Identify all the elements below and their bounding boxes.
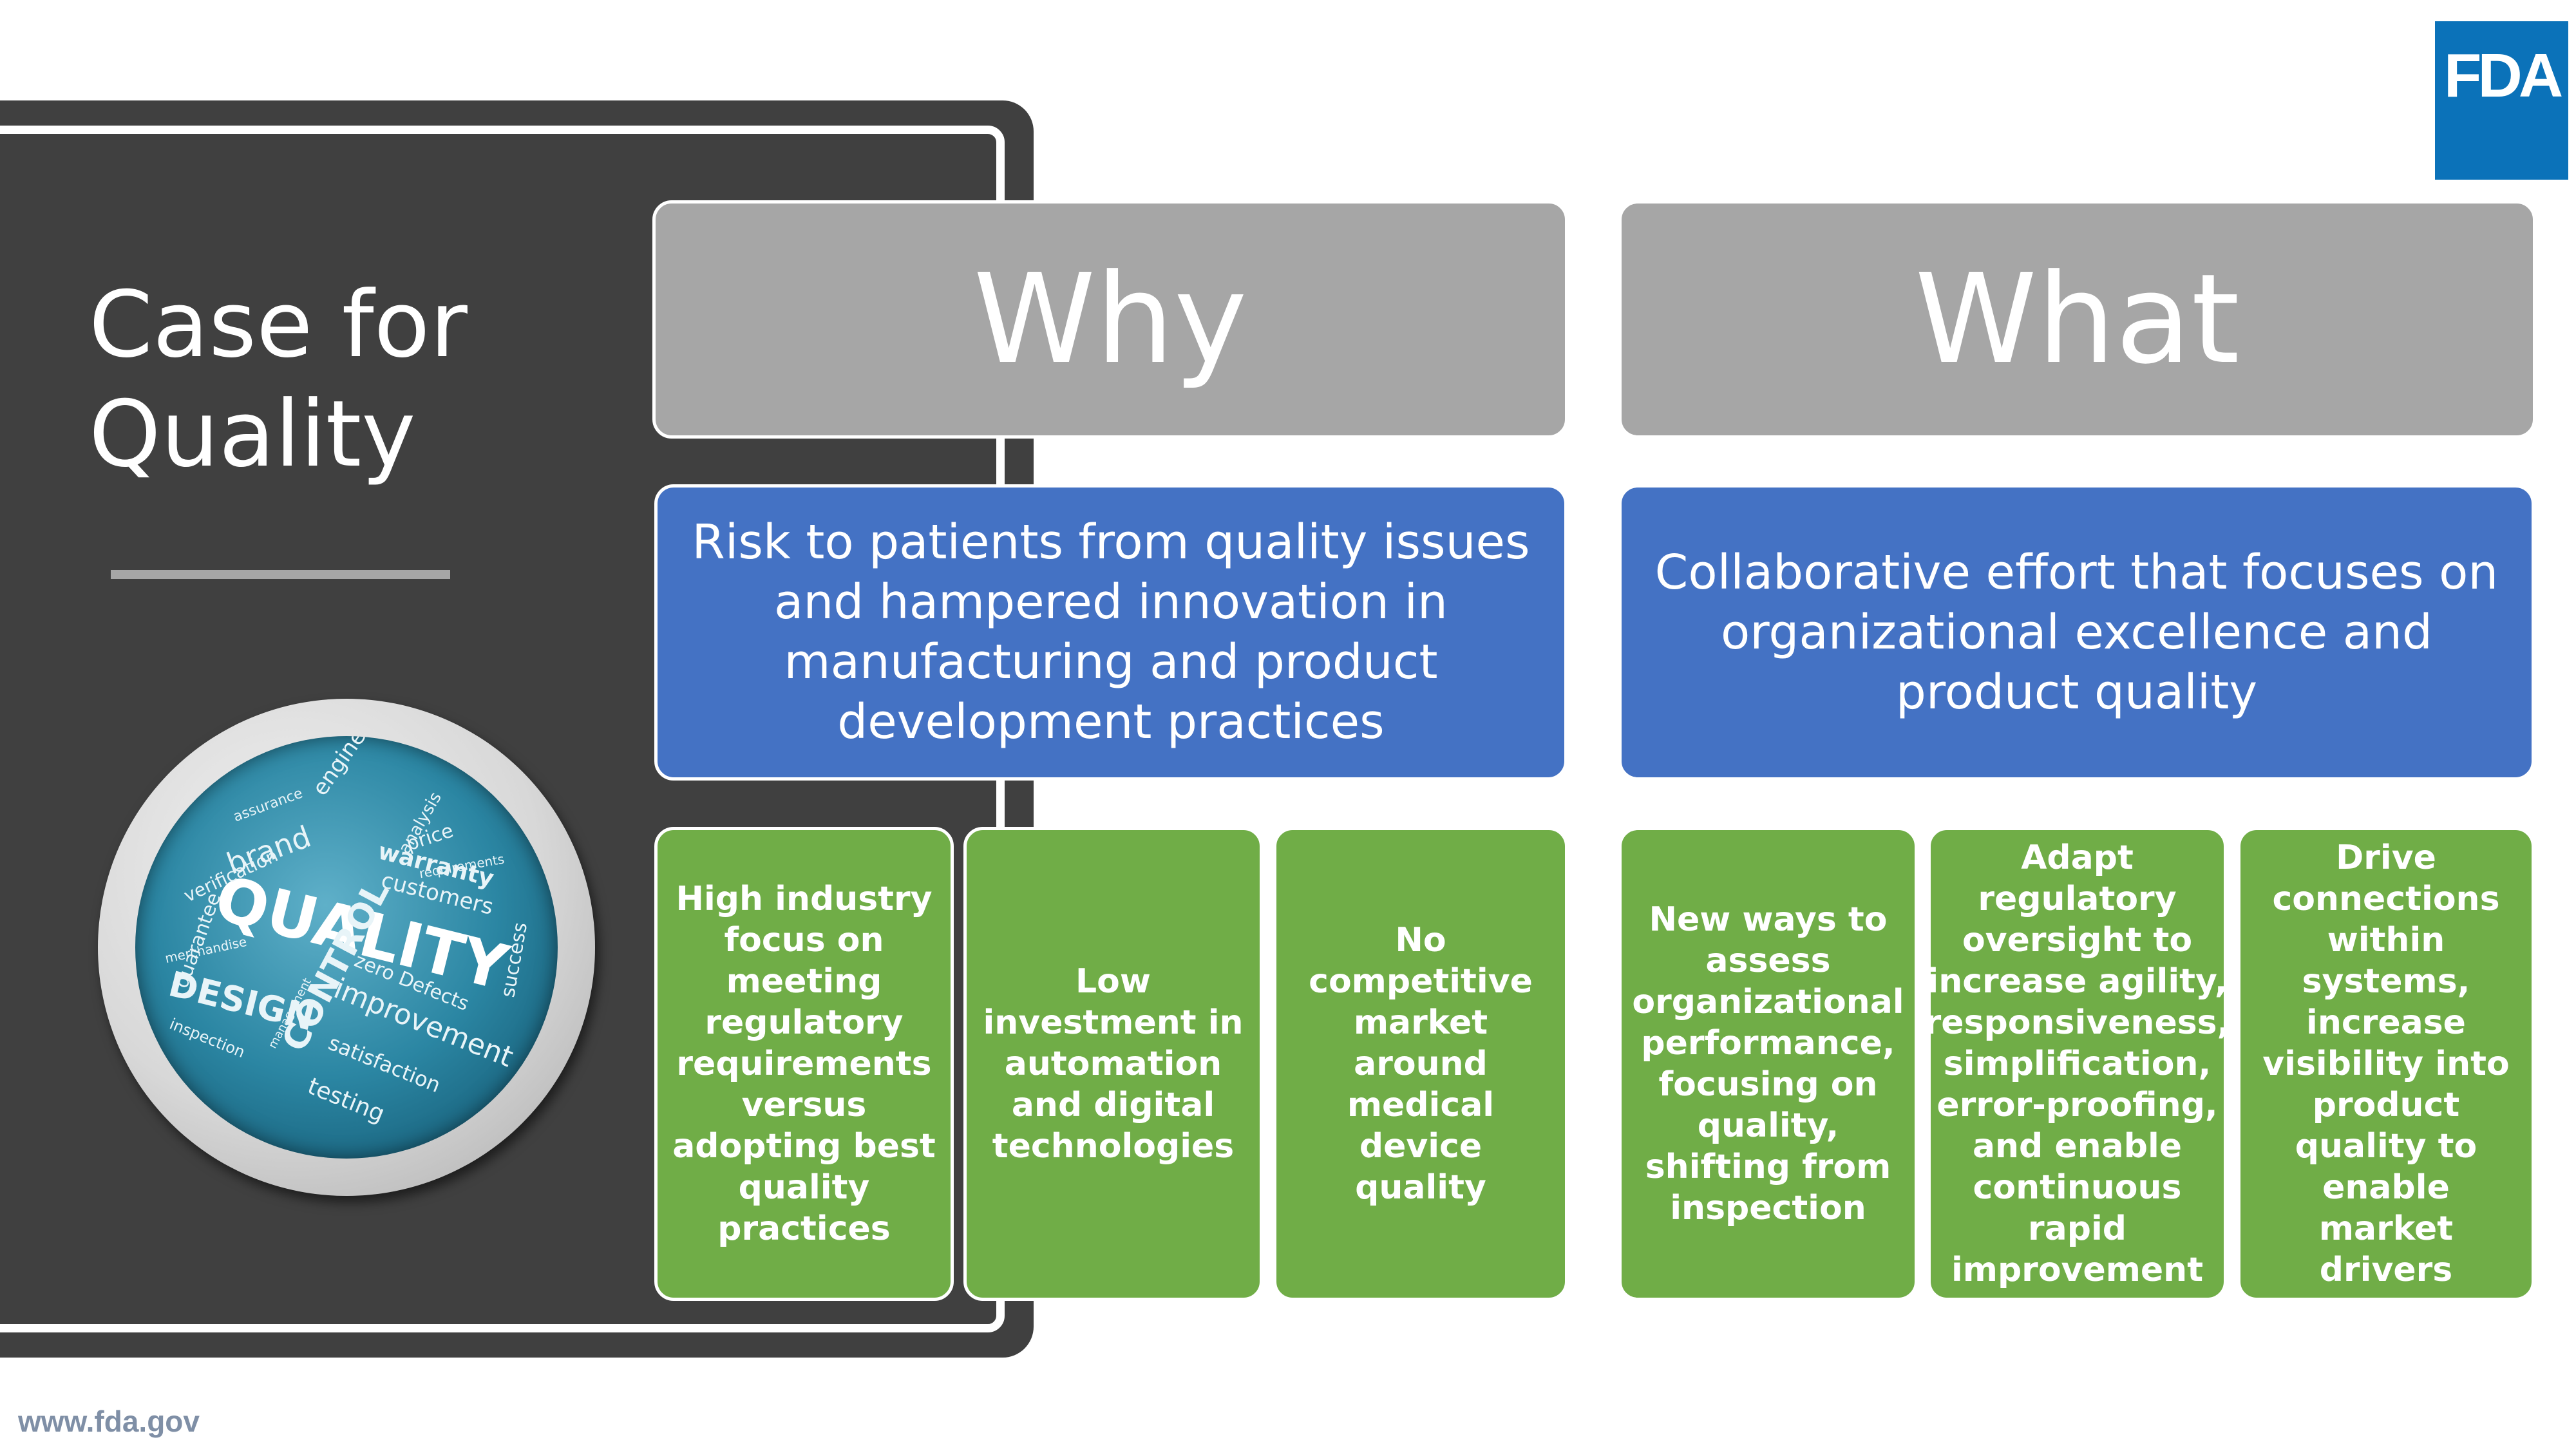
what-point-box: Drive connections within systems, increa…: [2237, 827, 2535, 1301]
title-divider: [111, 570, 450, 579]
what-header: What: [1618, 200, 2536, 439]
badge-word: assurance: [231, 785, 305, 826]
badge-word: inspection: [167, 1014, 248, 1062]
badge-word: engineering: [307, 736, 404, 800]
what-point-box: Adapt regulatory oversight to increase a…: [1925, 827, 2230, 1301]
why-point-box: No competitive market around medical dev…: [1273, 827, 1568, 1301]
badge-word: testing: [303, 1073, 388, 1128]
slide-title-line-2: Quality: [89, 381, 416, 488]
what-summary-box: Collaborative effort that focuses on org…: [1618, 484, 2535, 781]
why-summary-box: Risk to patients from quality issues and…: [654, 484, 1567, 781]
footer-url: www.fda.gov: [18, 1405, 200, 1438]
why-header: Why: [652, 200, 1568, 439]
slide-title-line-1: Case for: [89, 272, 468, 378]
what-point-box: New ways to assess organizational perfor…: [1618, 827, 1918, 1301]
why-point-box: High industry focus on meeting regulator…: [654, 827, 954, 1301]
fda-logo: FDA: [2435, 21, 2568, 180]
quality-word-cloud-image: QUALITY DESIGN CONTROL improvement brand…: [135, 736, 558, 1159]
why-point-box: Low investment in automation and digital…: [963, 827, 1263, 1301]
slide-title: Case for Quality: [89, 270, 604, 489]
